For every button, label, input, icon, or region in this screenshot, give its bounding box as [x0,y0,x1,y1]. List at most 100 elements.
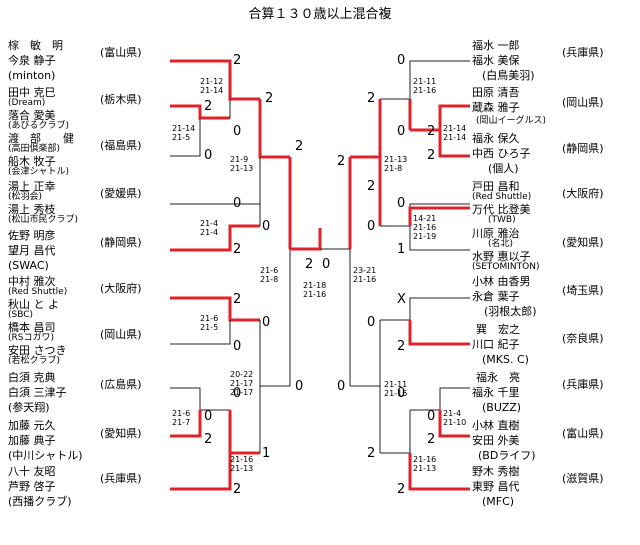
score-left-2: 0 [233,124,242,139]
game-score-r-qf1-1: 21-13 [384,155,408,164]
right-entry-4-club-1: (Red Shuttle) [472,192,532,202]
game-score-l-r2c-2: 21-13 [230,464,254,473]
game-score-l-qf2-3: 21-17 [230,388,254,397]
score-left-r2b-bottom: 0 [262,315,271,330]
bracket-line-36 [408,453,470,491]
score-right-r2b: 2 [367,179,376,194]
game-score-r-qf2-1: 21-11 [384,380,408,389]
bracket-line-12 [170,320,231,345]
left-entry-5-name-2: 望月 昌代 [8,244,56,257]
bracket-line-20 [290,228,322,251]
score-right-r2c-top: 0 [367,315,376,330]
game-score-r-r2a-2: 21-16 [413,86,437,95]
bracket-line-31 [380,297,470,321]
game-score-final-1: 21-18 [303,281,327,290]
right-entry-5-pref: (愛知県) [562,236,604,249]
score-left-r2b-top: 0 [262,219,271,234]
bracket-line-3 [170,118,201,157]
game-score-r-r1c-2: 21-10 [443,418,467,427]
left-entry-3-pref: (福島県) [100,139,142,152]
score-right-3-top: 2 [427,124,436,139]
game-score-l-r2c-1: 21-16 [230,455,254,464]
right-entry-1-club: (白鳥美羽) [482,69,535,82]
left-entry-8-name-1: 白須 克典 [8,371,56,384]
bracket-line-16 [170,453,232,491]
score-right-6: X [397,292,406,307]
bracket-line-21 [380,60,470,100]
left-entry-7-club-1: (RSコガワ) [8,333,54,343]
score-left-5: 2 [233,242,242,257]
right-entry-7-club: (MKS. C) [482,353,529,366]
left-entry-4-name-1: 湯上 正幸 [8,180,56,193]
game-score-r-sf-2: 21-16 [353,275,377,284]
left-entry-3-club-2: (会津シャトル) [8,167,70,177]
score-left-qf1: 2 [295,139,304,154]
score-right-r2a: 2 [367,91,376,106]
left-entry-5-pref: (静岡県) [100,236,142,249]
left-entry-3-name-1: 渡 部 健 [8,132,74,145]
score-left-8: 0 [233,386,242,401]
game-score-l-r1b-1: 21-4 [200,219,219,228]
page-title: 合算１３０歳以上混合複 [248,7,392,22]
left-entry-10-name-1: 八十 友昭 [8,465,56,478]
game-score-final-2: 21-16 [303,290,327,299]
bracket-line-37 [350,320,381,387]
right-entry-1-pref: (兵庫県) [562,46,604,59]
right-entry-5-club-1: (名北) [488,239,514,249]
score-left-3-win: 2 [204,99,213,114]
game-score-r-qf2-2: 21-16 [384,389,408,398]
game-score-l-r1c-2: 21-7 [172,418,191,427]
right-entry-2-pref: (岡山県) [562,96,604,109]
left-entry-9-pref: (愛知県) [100,427,142,440]
game-score-l-sf-2: 21-8 [260,275,279,284]
game-score-l-qf1-1: 21-9 [230,155,249,164]
left-entry-2-pref: (栃木県) [100,93,142,106]
score-left-qf2: 0 [295,379,304,394]
left-entry-1-name-1: 榢 敏 明 [8,39,63,52]
left-entry-4-name-2: 湯上 秀枝 [8,203,56,216]
left-entry-7-name-2: 安田 さつき [8,344,67,357]
left-entry-7-pref: (岡山県) [100,328,142,341]
right-entry-4-name-2: 万代 比登美 [472,203,531,216]
score-left-9-top: 0 [204,409,213,424]
game-score-l-sf-1: 21-6 [260,266,279,275]
game-score-r-r1a-1: 21-14 [443,124,467,133]
score-right-2: 0 [397,124,406,139]
left-entry-2-club-2: (あびるクラブ) [8,121,70,131]
score-right-9-top: 0 [427,409,436,424]
bracket-line-33 [410,387,470,411]
right-entry-1-name-1: 福水 一郎 [472,39,520,52]
left-entry-1-name-2: 今泉 静子 [8,54,56,67]
left-entry-7-name-1: 橋本 昌司 [8,321,56,334]
right-entry-8-name-1: 福永 亮 [476,371,520,384]
left-entry-4-club-2: (松山市民クラブ) [8,215,79,225]
right-entry-1-name-2: 福水 美保 [472,54,520,67]
left-entry-5-club: (SWAC) [8,259,49,272]
score-left-3-lose: 0 [204,148,213,163]
right-entry-5-club-2: (SETOMINTON) [472,262,540,272]
bracket-line-13 [170,387,230,411]
score-left-r2c: 1 [262,446,271,461]
left-entry-3-name-2: 船木 牧子 [8,155,56,168]
right-entry-5-name-1: 川原 雅治 [472,227,520,240]
right-entry-10-name-2: 東野 昌代 [472,480,520,493]
score-right-3-bottom: 2 [427,148,436,163]
right-entry-4-club-2: (TWB) [488,215,516,225]
left-entry-4-pref: (愛媛県) [100,187,142,200]
right-entry-4-name-1: 戸田 昌和 [472,180,520,193]
left-entry-9-club: (中川シャトル) [8,449,83,462]
score-left-7: 0 [233,339,242,354]
right-entry-3-name-1: 福永 保久 [472,132,520,145]
right-entry-2-club: (岡山イーグルス) [476,116,547,126]
left-entry-8-club: (参天翔) [8,401,50,414]
left-entry-5-name-1: 佐野 明彦 [8,229,56,242]
bracket-line-5 [258,99,290,159]
game-score-l-qf2-2: 21-17 [230,379,254,388]
score-right-qf1: 2 [337,154,346,169]
left-entry-2-name-2: 落合 愛美 [8,109,56,122]
right-entry-6-name-1: 小林 由香男 [472,275,531,288]
score-right-7: 2 [397,339,406,354]
right-entry-6-club: (羽根太郎) [484,305,537,318]
bracket-line-32 [408,320,470,346]
